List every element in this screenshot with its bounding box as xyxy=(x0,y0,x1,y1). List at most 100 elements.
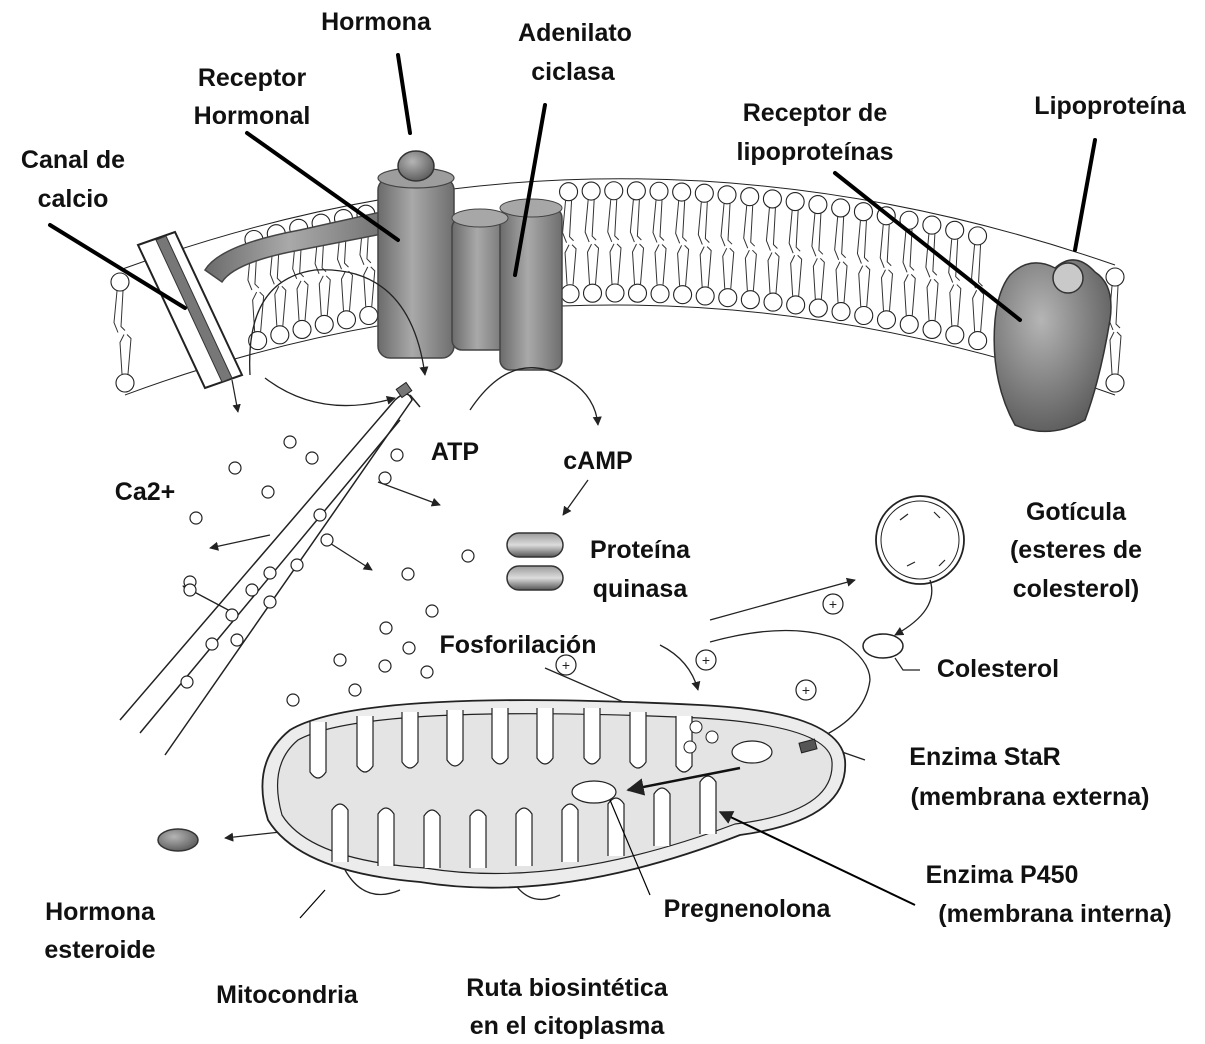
lipid-tail xyxy=(888,270,892,311)
crista xyxy=(332,804,348,862)
lipid-head xyxy=(1106,268,1124,286)
lipid-tail xyxy=(864,221,868,262)
lipid-head xyxy=(832,199,850,217)
lipid-head xyxy=(877,311,895,329)
lipid-head xyxy=(946,221,964,239)
lipid-tail xyxy=(768,253,772,294)
crista xyxy=(630,712,646,768)
lipid-tail xyxy=(282,286,286,326)
lipid-tail xyxy=(700,247,704,287)
calcium-ion xyxy=(306,452,318,464)
crista xyxy=(424,810,440,868)
lipid-head xyxy=(719,289,737,307)
lipid-tail xyxy=(796,211,800,252)
lipid-tail xyxy=(927,279,931,320)
lipid-tail xyxy=(773,208,777,249)
crista xyxy=(516,808,532,866)
lipid-tail xyxy=(723,248,727,288)
label-pregnenolona: Pregnenolona xyxy=(664,895,832,923)
calcium-ion xyxy=(284,436,296,448)
mitochondrion xyxy=(262,700,845,888)
lipid-head xyxy=(923,320,941,338)
lipid-tail xyxy=(572,245,576,285)
lipid-tail xyxy=(585,200,589,242)
label-p450-2: (membrana interna) xyxy=(938,900,1171,928)
lipid-head xyxy=(360,307,378,325)
lipid-head xyxy=(969,332,987,350)
lipid-head xyxy=(809,299,827,317)
lipid-tail xyxy=(297,281,301,321)
cholesterol-molecule xyxy=(863,634,903,658)
calcium-ion xyxy=(287,694,299,706)
lipid-head xyxy=(786,193,804,211)
plus-sign: + xyxy=(702,652,710,668)
lipid-head xyxy=(696,287,714,305)
calcium-ion xyxy=(264,596,276,608)
lipid-tail xyxy=(371,267,375,307)
plus-sign: + xyxy=(829,596,837,612)
lipid-head xyxy=(673,183,691,201)
lipid-tail xyxy=(950,285,954,326)
lipid-tail xyxy=(705,202,709,242)
calcium-ion xyxy=(262,486,274,498)
calcium-ion xyxy=(391,449,403,461)
crista xyxy=(357,716,373,772)
label-canal-2: calcio xyxy=(38,185,109,213)
lipid-tail xyxy=(745,250,749,291)
crista xyxy=(562,804,578,862)
lipid-tail xyxy=(866,266,870,307)
label-receptor-lip-2: lipoproteínas xyxy=(737,138,894,166)
calcium-ion xyxy=(184,584,196,596)
calcium-ion xyxy=(264,567,276,579)
lipid-tail xyxy=(655,245,659,285)
lipid-tail xyxy=(563,201,567,243)
crista xyxy=(537,708,553,764)
lipid-tail xyxy=(348,271,352,311)
lipid-tail xyxy=(120,335,124,375)
label-star-2: (membrana externa) xyxy=(911,783,1150,811)
lipid-tail xyxy=(1110,332,1114,374)
calcium-ion xyxy=(462,550,474,562)
lipid-tail xyxy=(610,244,614,284)
lipid-head xyxy=(111,273,129,291)
label-fosforilacion: Fosforilación xyxy=(440,631,597,659)
lipid-droplet xyxy=(876,496,964,584)
lipid-tail xyxy=(903,229,907,272)
lipid-tail xyxy=(707,247,711,287)
protein-kinase xyxy=(507,533,563,590)
crista xyxy=(402,712,418,768)
lipoprotein xyxy=(1053,263,1083,293)
lipid-tail xyxy=(752,250,756,291)
label-atp: ATP xyxy=(431,438,479,466)
lipid-head xyxy=(271,326,289,344)
calcium-ion xyxy=(231,634,243,646)
crista xyxy=(447,710,463,766)
calcium-ion xyxy=(226,609,238,621)
crista xyxy=(378,808,394,866)
label-canal-1: Canal de xyxy=(21,146,125,174)
lipid-head xyxy=(315,315,333,333)
adenylate-cyclase xyxy=(452,199,562,370)
lipid-head xyxy=(695,184,713,202)
lipid-head xyxy=(718,186,736,204)
crista xyxy=(470,810,486,868)
lipid-tail xyxy=(798,255,802,296)
lipid-head xyxy=(337,311,355,329)
label-hormona-esteroide-1: Hormona xyxy=(45,898,156,926)
lipid-head xyxy=(650,182,668,200)
calcium-ion xyxy=(403,642,415,654)
lipid-tail xyxy=(637,200,641,240)
calcium-ion xyxy=(334,654,346,666)
label-hormona: Hormona xyxy=(321,8,432,36)
lipid-head xyxy=(629,284,647,302)
label-camp: cAMP xyxy=(563,447,632,475)
plus-sign: + xyxy=(562,657,570,673)
lipid-head xyxy=(969,227,987,245)
lipid-head xyxy=(763,190,781,208)
label-adenilato-1: Adenilato xyxy=(518,19,632,47)
label-goticula-3: colesterol) xyxy=(1013,575,1139,603)
lipid-tail xyxy=(364,267,368,307)
lipid-head xyxy=(605,182,623,200)
lipid-tail xyxy=(678,245,682,285)
lipid-head xyxy=(855,307,873,325)
